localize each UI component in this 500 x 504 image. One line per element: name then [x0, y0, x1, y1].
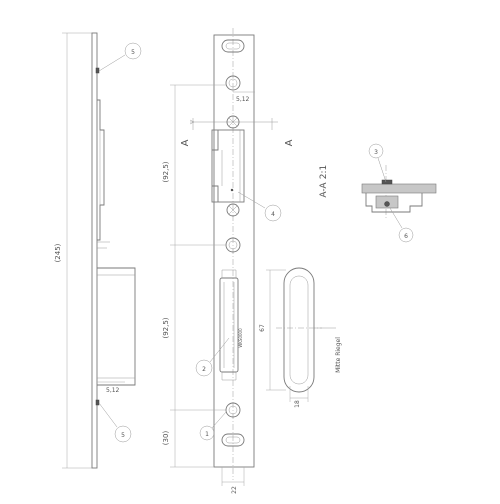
bolt-slot [219, 277, 239, 373]
callout-1-bubble [199, 425, 215, 441]
screw-hole-3 [225, 402, 241, 418]
callout-5-bottom-bubble [114, 425, 132, 443]
side-offset-label: 5,12 [106, 387, 120, 394]
slot-detail: 67 18 Mitte Riegel [259, 267, 342, 408]
top-slot-outer [221, 39, 245, 53]
slot-length-label: 67 [259, 324, 266, 332]
section-plate [361, 183, 437, 194]
section-arrow-left [189, 119, 195, 125]
striker-plate [211, 129, 245, 203]
slot-detail-outer [283, 267, 315, 393]
screw-hole-2-inner [228, 240, 238, 250]
callout-5-top-label: 5 [131, 49, 135, 56]
callout-4-label: 4 [271, 211, 275, 218]
callout-5-top-leader [98, 54, 126, 72]
screw-hole-3-inner [228, 405, 238, 415]
bottom-slot-inner [225, 436, 241, 444]
striker-screw-bottom [226, 203, 240, 217]
mitte-riegel-label: Mitte Riegel [335, 337, 342, 373]
callout-5-bottom-label: 5 [121, 432, 125, 439]
slot-engraving: WKS0000 [238, 328, 243, 348]
side-mark-bottom [95, 399, 100, 406]
section-scale: 2:1 [319, 165, 329, 179]
callout-1-label: 1 [205, 431, 209, 438]
side-plate [91, 32, 98, 469]
callout-6-label: 6 [404, 233, 408, 240]
callout-1-leader [211, 411, 227, 429]
screw-hole-1 [225, 75, 241, 91]
section-title: A-A [319, 182, 329, 198]
bottom-offset-label: (30) [162, 431, 170, 446]
callout-6-bubble [398, 227, 414, 243]
bottom-width-label: 22 [231, 486, 238, 494]
section-view: A-A 2:1 3 6 [319, 143, 437, 243]
callout-4-leader [237, 191, 266, 209]
side-view: (245) 5,12 5 5 [54, 32, 142, 469]
slot-detail-inner [289, 275, 309, 385]
section-striker-body [365, 193, 423, 213]
callout-5-top-bubble [124, 42, 142, 60]
callout-2-label: 2 [202, 366, 206, 373]
screw-hole-1-inner [228, 78, 238, 88]
front-plate [213, 34, 255, 468]
section-cut-label-left: A [180, 139, 191, 146]
striker-screw-top-cross [228, 117, 238, 127]
section-cut-label-right: A [284, 139, 295, 146]
upper-striker-profile [97, 99, 105, 241]
side-mark-top [95, 67, 100, 74]
striker-screw-top [226, 115, 240, 129]
callout-3-label: 3 [374, 149, 378, 156]
bolt-slot-bottom-tab [221, 372, 237, 381]
striker-screw-bottom-cross [228, 205, 238, 215]
lower-pocket-profile [97, 267, 136, 386]
callout-2-bubble [195, 359, 213, 377]
callout-2-leader [209, 337, 230, 363]
callout-6-leader [389, 207, 403, 229]
top-slot-inner [225, 42, 241, 50]
bottom-slot-outer [221, 433, 245, 447]
section-screw [384, 201, 390, 207]
slot-width-label: 18 [294, 400, 301, 408]
striker-step-bottom [212, 185, 219, 202]
callout-3-leader [377, 157, 387, 183]
section-bolt-head [381, 179, 393, 185]
callout-5-bottom-leader [98, 402, 118, 428]
screw-offset-label: 5,12 [236, 96, 250, 103]
overall-length-label: (245) [54, 243, 62, 262]
striker-dot [230, 188, 234, 192]
bolt-slot-top-tab [221, 269, 237, 278]
callout-4-bubble [264, 204, 282, 222]
upper-spacing-label: (92,5) [162, 161, 170, 182]
lower-spacing-label: (92,5) [162, 317, 170, 338]
callout-3-bubble [368, 143, 384, 159]
striker-step-top [212, 130, 219, 151]
front-view: 5,12 A A 4 (92,5) [162, 28, 295, 494]
